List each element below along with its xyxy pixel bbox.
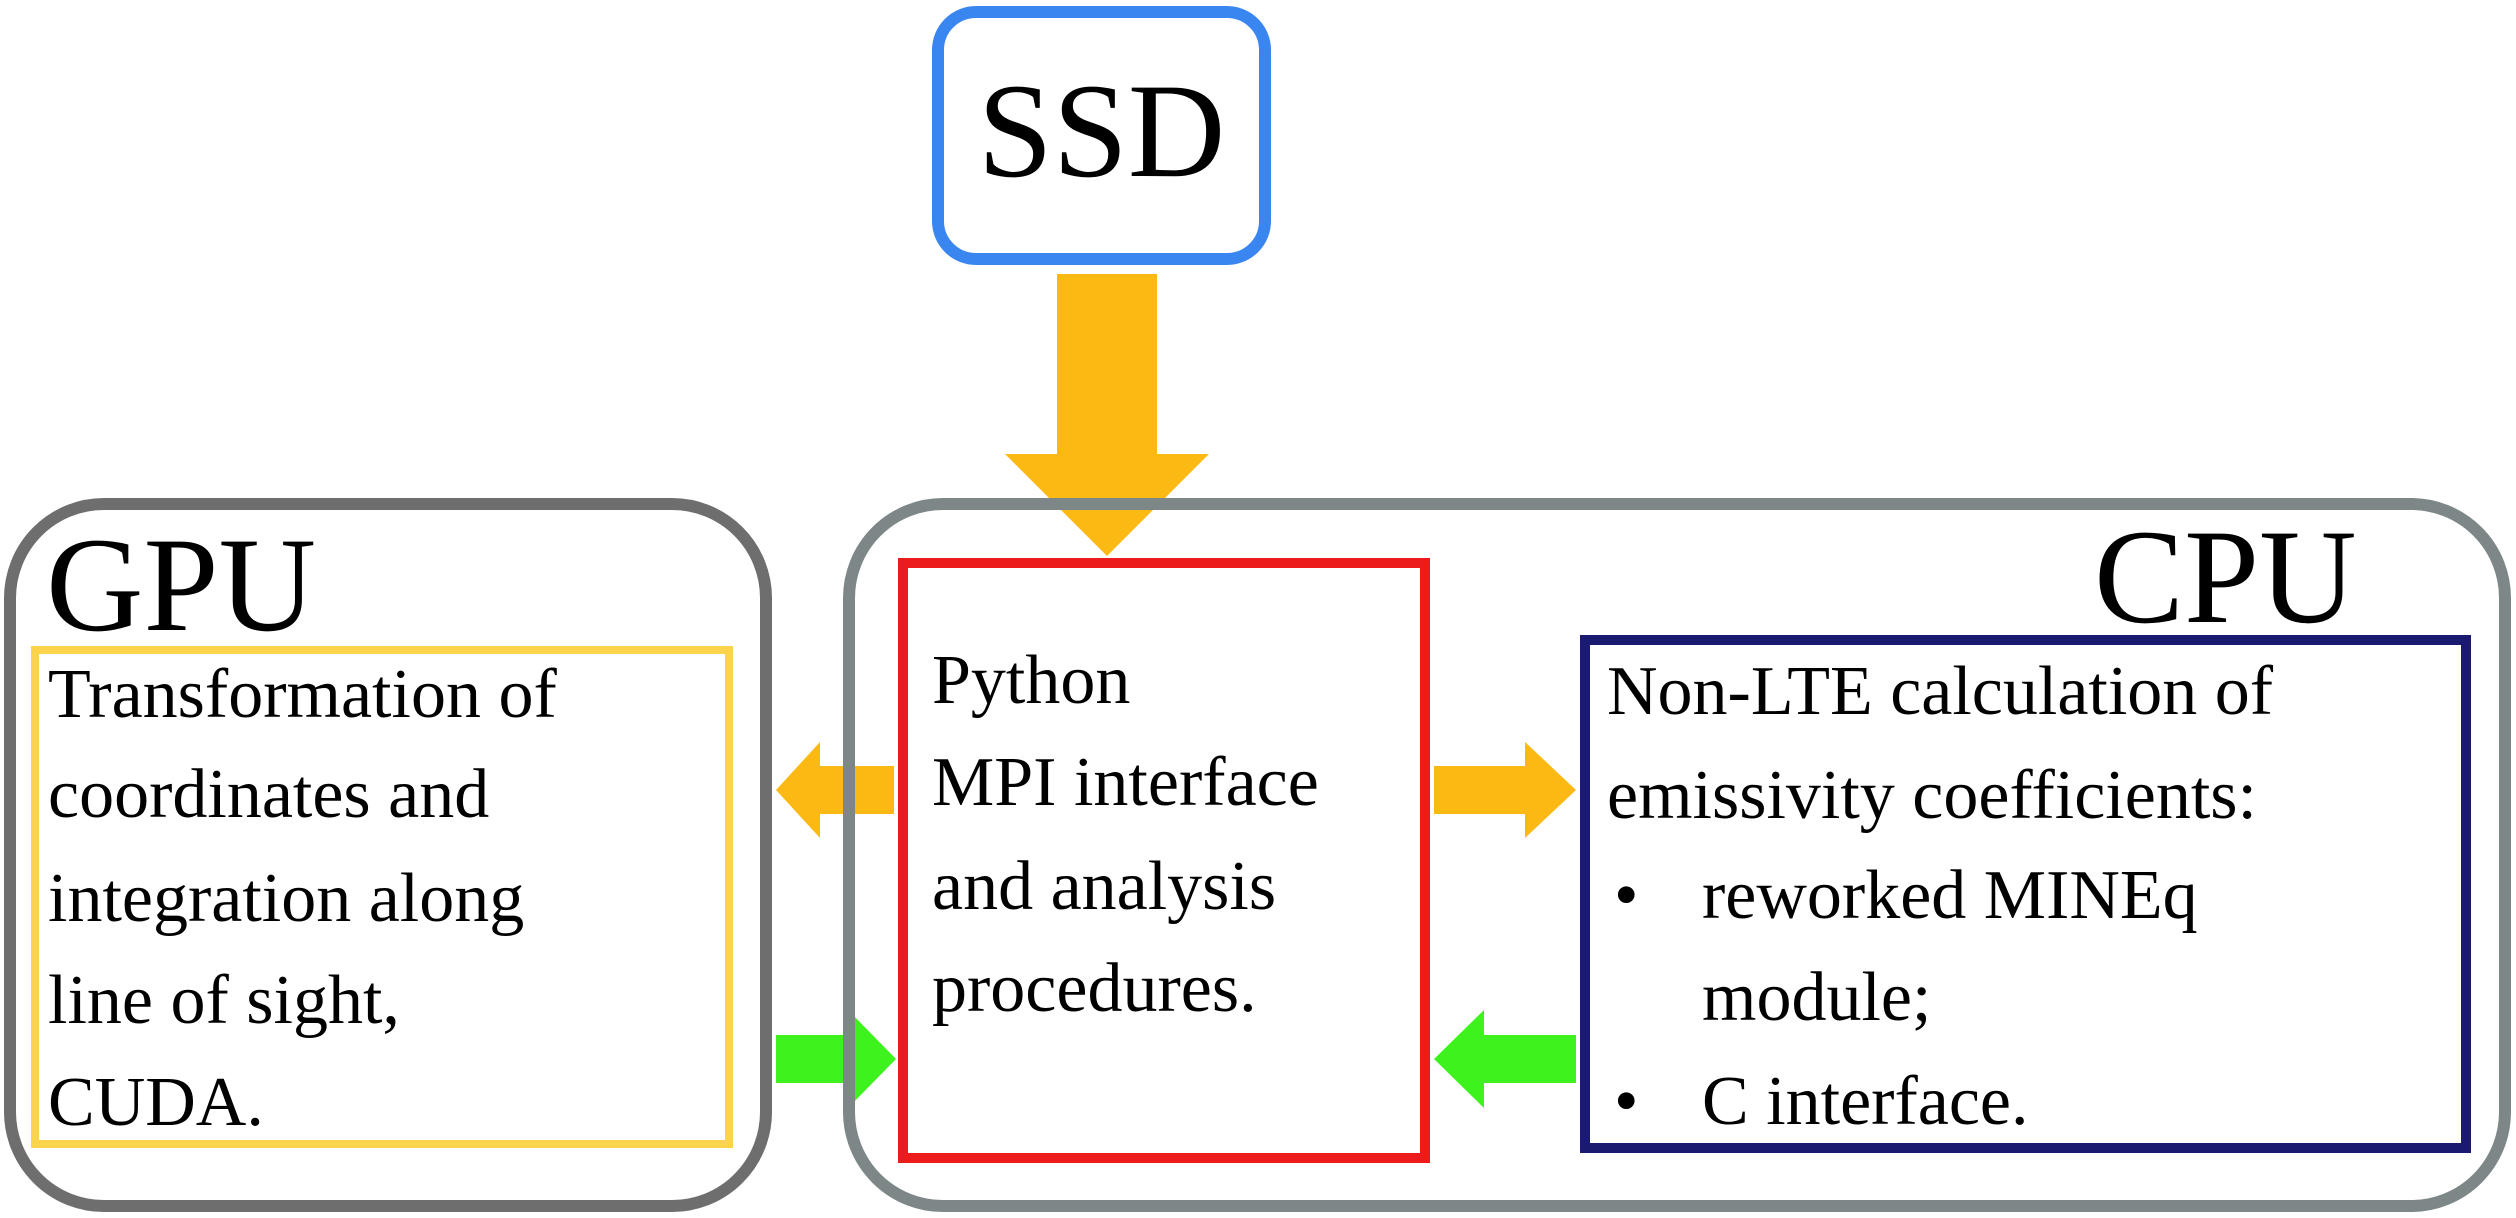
gpu-task-line: coordinates and xyxy=(48,756,490,833)
python-to-cpu-arrow xyxy=(1434,742,1576,838)
gpu-task-line: integration along xyxy=(48,860,525,937)
ssd-to-python-arrow xyxy=(1005,274,1209,556)
gpu-task-box xyxy=(31,646,733,1148)
python-to-gpu-arrow xyxy=(776,742,894,838)
gpu-container xyxy=(4,498,772,1212)
cpu-to-python-arrow xyxy=(1434,1010,1576,1108)
ssd-label: SSD xyxy=(977,57,1226,206)
gpu-task-line: line of sight, xyxy=(48,962,400,1039)
gpu-task-line: CUDA. xyxy=(48,1064,264,1141)
gpu-label: GPU xyxy=(46,511,317,660)
cpu-heading-line: emissivity coefficients: xyxy=(1607,757,2257,834)
bullet-glyph: • xyxy=(1614,857,1639,934)
gpu-task-line: Transformation of xyxy=(48,656,557,733)
cpu-task-box xyxy=(1580,635,2471,1153)
cpu-bullet-line: reworked MINEq xyxy=(1702,857,2198,934)
cpu-bullet-line: C interface. xyxy=(1702,1063,2029,1140)
cpu-heading-line: Non-LTE calculation of xyxy=(1607,653,2274,730)
cpu-bullet-line: module; xyxy=(1702,959,1932,1036)
gpu-to-python-arrow xyxy=(776,1010,896,1108)
python-line: and analysis xyxy=(932,848,1277,925)
python-mpi-box xyxy=(898,558,1430,1163)
python-line: MPI interface xyxy=(932,744,1319,821)
cpu-label: CPU xyxy=(2094,503,2357,652)
ssd-node xyxy=(932,6,1271,265)
bullet-glyph: • xyxy=(1614,1063,1639,1140)
python-line: Python xyxy=(932,642,1131,719)
python-line: procedures. xyxy=(932,950,1257,1027)
cpu-container xyxy=(843,498,2511,1212)
